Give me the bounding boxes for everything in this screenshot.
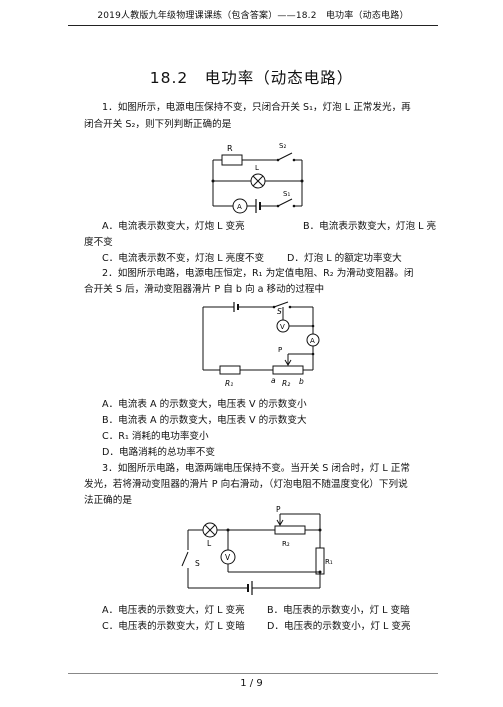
q1-switch-s2: [277, 152, 293, 161]
q3-stem-line2: 发光，若将滑动变阻器的滑片 P 向右滑动，（灯泡电阻不随温度变化）下列说: [84, 479, 408, 490]
q3-option-b: B．电压表的示数变小，灯 L 变暗: [267, 605, 410, 616]
q2-label-p: P: [278, 346, 282, 354]
q3-label-r2: R₂: [282, 540, 290, 548]
q3-label-s: S: [195, 559, 200, 568]
q2-resistor-r1: [219, 365, 241, 375]
q2-switch-s: [273, 301, 289, 308]
q3-label-l: L: [207, 539, 212, 548]
q3-stem-line3: 法正确的是: [84, 495, 132, 506]
q3-label-v: V: [225, 553, 231, 562]
q2-option-a: A．电流表 A 的示数变大，电压表 V 的示数变小: [102, 399, 307, 410]
header-rule: [68, 25, 438, 26]
q2-label-pb: b: [299, 377, 304, 386]
q2-stem-line1: 2．如图所示电路，电源电压恒定，R₁ 为定值电阻、R₂ 为滑动变阻器。闭: [102, 268, 414, 279]
q2-option-b: B．电流表 A 的示数变大，电压表 V 的示数变大: [102, 415, 307, 426]
page-number: 1 / 9: [240, 678, 263, 689]
q1-option-b-line1: B．电流表示数变大，灯泡 L 亮: [303, 221, 437, 232]
q3-label-p: P: [276, 505, 281, 514]
q2-label-r2: R₂: [282, 379, 290, 388]
q2-rheostat-r2: [272, 365, 304, 375]
q1-switch-s1: [277, 198, 293, 207]
q1-option-d: D．灯泡 L 的额定功率变大: [287, 253, 402, 264]
footer-rule: [68, 673, 438, 674]
q2-stem-line2: 合开关 S 后，滑动变阻器滑片 P 自 b 向 a 移动的过程中: [84, 284, 325, 295]
q2-label-pa: a: [271, 376, 276, 385]
q1-option-b-line2: 度不变: [84, 237, 113, 248]
q1-stem-line2: 闭合开关 S₂，则下列判断正确的是: [84, 119, 232, 130]
q3-switch-s: [181, 551, 189, 567]
q2-option-d: D．电路消耗的总功率不变: [102, 447, 215, 458]
q1-label-l: L: [255, 164, 259, 172]
q2-label-v: V: [280, 323, 285, 331]
q1-label-s1: S₁: [283, 190, 290, 198]
q1-circuit-diagram: R S₂ L S₁ A: [211, 142, 304, 214]
q1-option-a: A．电流表示数变大，灯炮 L 变亮: [102, 221, 245, 232]
q2-label-a: A: [310, 337, 315, 345]
q3-circuit-diagram: P L R₂ V R₁ S: [181, 505, 333, 595]
q2-label-r1: R₁: [225, 379, 233, 388]
q3-resistor-r1: [315, 547, 325, 575]
q1-label-a: A: [237, 203, 242, 211]
q1-stem-line1: 1．如图所示，电源电压保持不变，只闭合开关 S₁，灯泡 L 正常发光，再: [102, 102, 411, 113]
q3-option-a: A．电压表的示数变大，灯 L 变亮: [102, 605, 245, 616]
page-title: 18.2 电功率（动态电路）: [149, 69, 354, 87]
q2-option-c: C．R₁ 消耗的电功率变小: [102, 431, 209, 442]
q3-option-c: C．电压表的示数变大，灯 L 变暗: [102, 621, 245, 632]
q1-option-c: C．电流表示数不变，灯泡 L 亮度不变: [102, 253, 265, 264]
q3-label-r1: R₁: [325, 558, 333, 566]
q2-circuit-diagram: S V A P R₁ a R₂ b: [202, 301, 320, 388]
q1-label-r: R: [227, 144, 233, 153]
page-header: 2019人教版九年级物理课课练（包含答案）——18.2 电功率（动态电路）: [97, 11, 409, 21]
q2-label-s: S: [277, 307, 282, 316]
q3-rheostat-r2: [274, 525, 306, 535]
q3-option-d: D．电压表的示数变小，灯 L 变亮: [267, 621, 411, 632]
q1-resistor-r: [221, 154, 243, 166]
q1-label-s2: S₂: [279, 142, 286, 150]
q3-stem-line1: 3．如图所示电路，电源两端电压保持不变。当开关 S 闭合时，灯 L 正常: [102, 463, 410, 474]
